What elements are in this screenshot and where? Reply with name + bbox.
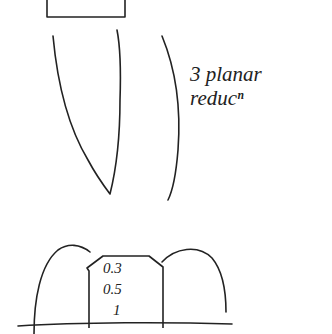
tooth-profile xyxy=(53,30,120,194)
note: 3 planar reducⁿ xyxy=(190,62,286,110)
reduction-depth: 1 xyxy=(103,300,163,321)
adjacent-tooth xyxy=(162,249,226,312)
reduction-depth: 0.3 xyxy=(103,258,163,279)
reduction-depth: 0.5 xyxy=(103,279,163,300)
gum-line xyxy=(18,323,232,326)
lip-curve xyxy=(162,36,179,200)
crown-outline xyxy=(89,255,163,328)
crown-outline-path xyxy=(87,256,163,328)
bracket xyxy=(47,0,125,17)
prepared-crown: 0.30.51 xyxy=(89,255,163,328)
adjacent-tooth xyxy=(34,245,90,334)
